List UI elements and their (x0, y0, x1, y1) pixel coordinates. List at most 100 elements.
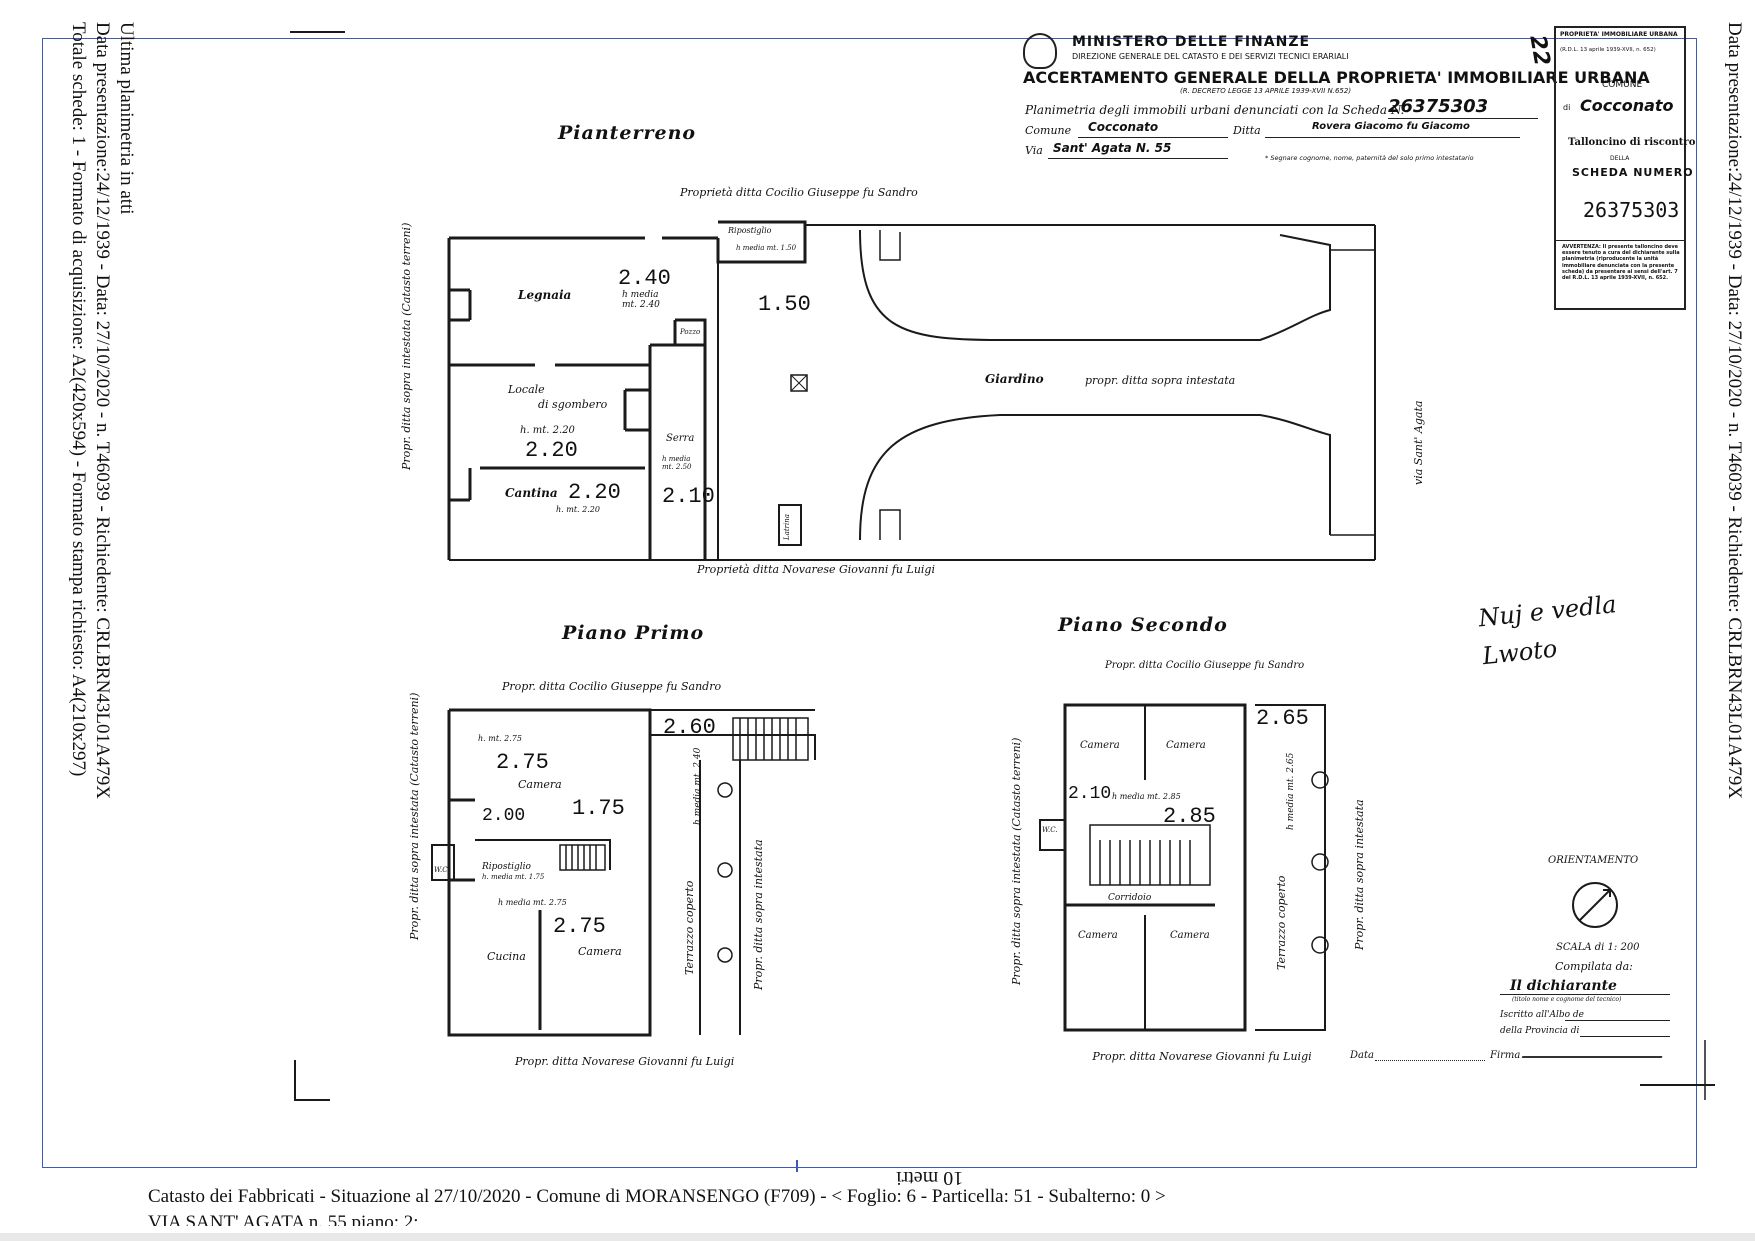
pt-ripostiglio-big: 1.50 (758, 292, 811, 317)
ministry-emblem-icon (1023, 33, 1057, 69)
stub-comune-value: Cocconato (1580, 96, 1674, 115)
pt-bottom-neighbor: Proprietà ditta Novarese Giovanni fu Lui… (697, 563, 935, 576)
pt-di-sgombero: di sgombero (538, 398, 608, 411)
pt-ripostiglio: Ripostiglio (728, 226, 772, 235)
footer-line1: Catasto dei Fabbricati - Situazione al 2… (148, 1186, 1166, 1207)
compilata-label: Compilata da: (1555, 960, 1633, 973)
ps-terrazzo-h: h media mt. 2.65 (1286, 752, 1296, 830)
pp-terrazzo-big: 2.60 (663, 715, 716, 740)
pt-pozzo: Pozzo (680, 328, 701, 336)
comune-underline (1078, 137, 1228, 138)
data-underline (1375, 1060, 1485, 1061)
pp-camera-top: Camera (518, 778, 562, 791)
stub-number: 26375303 (1583, 198, 1680, 222)
pp-terrazzo: Terrazzo coperto (683, 880, 696, 975)
ps-camera1: Camera (1080, 740, 1120, 751)
pt-ripostiglio-h: h media mt. 1.50 (736, 244, 797, 252)
ministry-name: MINISTERO DELLE FINANZE (1072, 34, 1311, 50)
ps-right-neighbor: Propr. ditta sopra intestata (1353, 799, 1366, 950)
stub-divider (1556, 240, 1684, 241)
page-bottom-border (0, 1233, 1755, 1241)
header-note: * Segnare cognome, nome, paternità del s… (1265, 154, 1474, 162)
stub-avvertenza: AVVERTENZA: Il presente talloncino deve … (1562, 244, 1680, 282)
pt-cantina-big: 2.20 (568, 480, 621, 505)
dichiarante-underline (1500, 994, 1670, 995)
pp-cucina: Cucina (487, 950, 526, 963)
pp-cucina-big: 2.75 (553, 914, 606, 939)
pp-top-neighbor: Propr. ditta Cocilio Giuseppe fu Sandro (502, 680, 722, 693)
pt-legnaia: Legnaia (518, 288, 572, 302)
signature-scribble-icon (1521, 1040, 1669, 1058)
pp-big-175: 1.75 (572, 796, 625, 821)
pp-camera-top-big: 2.75 (496, 750, 549, 775)
pt-top-neighbor: Proprietà ditta Cocilio Giuseppe fu Sand… (680, 186, 918, 199)
stub-top-line: PROPRIETA' IMMOBILIARE URBANA (1560, 31, 1678, 38)
ps-big-285: 2.85 (1163, 804, 1216, 829)
provincia-label: della Provincia di (1500, 1026, 1580, 1036)
pt-giardino-owner: propr. ditta sopra intestata (1085, 374, 1236, 387)
via-value: Sant' Agata N. 55 (1053, 141, 1172, 155)
pp-camera-top-h: h. mt. 2.75 (478, 734, 522, 743)
firma-label: Firma (1490, 1050, 1521, 1061)
pt-legnaia-h: h media mt. 2.40 (622, 290, 660, 310)
ps-camera4: Camera (1170, 930, 1210, 941)
piano-primo-title: Piano Primo (562, 622, 705, 644)
pt-cantina-h: h. mt. 2.20 (556, 505, 600, 514)
ps-media-h: h media mt. 2.85 (1112, 792, 1181, 801)
header-title: ACCERTAMENTO GENERALE DELLA PROPRIETA' I… (1023, 68, 1650, 87)
provincia-underline (1580, 1036, 1670, 1037)
stub-della: DELLA (1610, 155, 1630, 162)
ditta-underline (1265, 137, 1520, 138)
pp-wc: W.C. (434, 866, 450, 874)
pt-giardino: Giardino (985, 372, 1044, 386)
ps-corridoio: Corridoio (1108, 893, 1152, 903)
direction-name: DIREZIONE GENERALE DEL CATASTO E DEI SER… (1072, 52, 1349, 61)
scale-bar (796, 1160, 798, 1172)
orientamento-label: ORIENTAMENTO (1548, 855, 1639, 866)
pp-big-200: 2.00 (482, 806, 526, 826)
iscritto-label: Iscritto all'Albo de (1500, 1010, 1585, 1020)
pt-locale: Locale (508, 383, 545, 396)
comune-value: Cocconato (1088, 120, 1159, 134)
ps-bottom-neighbor: Propr. ditta Novarese Giovanni fu Luigi (1092, 1050, 1312, 1063)
pp-left-neighbor: Propr. ditta sopra intestata (Catasto te… (408, 692, 421, 940)
pp-bottom-neighbor: Propr. ditta Novarese Giovanni fu Luigi (515, 1055, 735, 1068)
sheet-frame (42, 38, 1697, 1168)
pt-locale-big: 2.20 (525, 438, 578, 463)
pp-terrazzo-h: h media mt. 2.40 (693, 747, 703, 825)
corner-l-mark: L (300, 1058, 301, 1059)
pp-camera-bottom: Camera (578, 945, 622, 958)
piano-secondo-title: Piano Secondo (1058, 614, 1228, 636)
scheda-number: 26375303 (1388, 96, 1489, 117)
stub-comune-label: COMUNE (1602, 80, 1643, 90)
pt-locale-h: h. mt. 2.20 (520, 425, 575, 436)
stub-di: di (1563, 103, 1571, 112)
pt-serra-h: h media mt. 2.50 (662, 455, 692, 471)
pp-ripostiglio-h: h. media mt. 1.75 (482, 873, 545, 881)
data-label: Data (1350, 1050, 1374, 1061)
ps-big-210: 2.10 (1068, 784, 1112, 804)
pt-latrina: Latrina (783, 514, 791, 540)
compass-icon (1573, 883, 1617, 927)
dichiarante-sub: (titolo nome e cognome del tecnico) (1512, 996, 1622, 1003)
ps-terrazzo-big: 2.65 (1256, 706, 1309, 731)
stub-talloncino: Talloncino di riscontro (1568, 137, 1696, 148)
planimetria-label: Planimetria degli immobili urbani denunc… (1025, 103, 1405, 117)
ps-left-neighbor: Propr. ditta sopra intestata (Catasto te… (1010, 737, 1023, 985)
dichiarante-label: Il dichiarante (1510, 978, 1617, 994)
ps-camera3: Camera (1078, 930, 1118, 941)
stub-sub: (R.D.L. 13 aprile 1939-XVII, n. 652) (1560, 47, 1656, 53)
ditta-value: Rovera Giacomo fu Giacomo (1312, 121, 1470, 132)
pp-cucina-h: h media mt. 2.75 (498, 898, 567, 907)
ps-camera2: Camera (1166, 740, 1206, 751)
iscritto-underline (1565, 1020, 1670, 1021)
comune-label: Comune (1025, 124, 1072, 137)
ditta-label: Ditta (1233, 124, 1261, 137)
scala-label: SCALA di 1: 200 (1556, 942, 1640, 953)
pp-right-neighbor: Propr. ditta sopra intestata (752, 839, 765, 990)
pp-ripostiglio: Ripostiglio (482, 862, 531, 872)
stub-scheda-numero: SCHEDA NUMERO (1572, 166, 1694, 179)
pt-legnaia-big: 2.40 (618, 266, 671, 291)
ps-wc: W.C. (1042, 826, 1058, 834)
